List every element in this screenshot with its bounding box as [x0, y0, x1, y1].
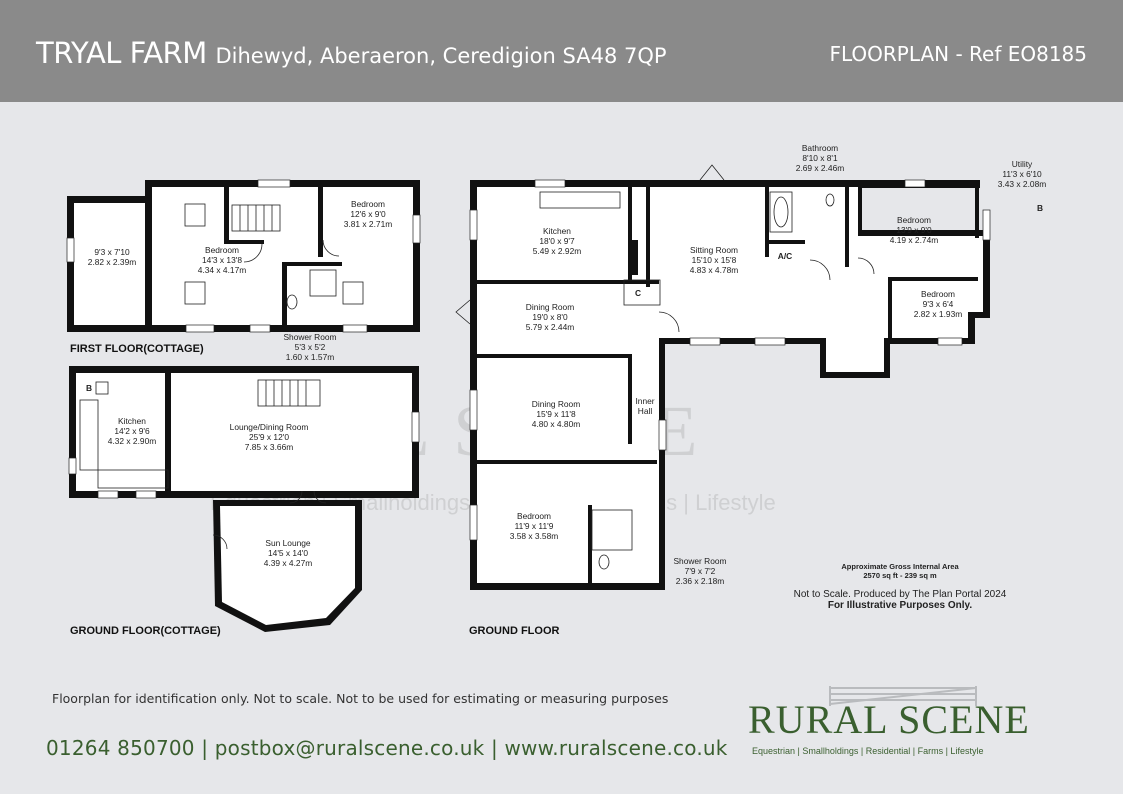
g-bedroom2-name: Bedroom	[897, 215, 931, 225]
logo-name: RURAL SCENE	[748, 697, 1030, 742]
ground-floor-cottage-label: GROUND FLOOR(COTTAGE)	[70, 625, 221, 637]
gc-boiler-marker: B	[86, 383, 92, 393]
ff-shower-name: Shower Room	[283, 332, 336, 342]
g-utility-name: Utility	[1012, 159, 1033, 169]
g-dining1-dims: 19'0 x 8'0	[532, 312, 568, 322]
gc-kitchen-name: Kitchen	[118, 416, 146, 426]
ff-bedroom2-metric: 3.81 x 2.71m	[344, 219, 392, 229]
property-address: Dihewyd, Aberaeron, Ceredigion SA48 7QP	[215, 44, 667, 68]
gc-lounge-metric: 7.85 x 3.66m	[245, 442, 293, 452]
area-caption: Approximate Gross Internal Area	[841, 562, 959, 571]
gc-sun-lounge-dims: 14'5 x 14'0	[268, 548, 308, 558]
g-inner-hall-line2: Hall	[638, 406, 653, 416]
g-kitchen-metric: 5.49 x 2.92m	[533, 246, 581, 256]
contact-details: 01264 850700 | postbox@ruralscene.co.uk …	[46, 736, 728, 760]
g-kitchen-name: Kitchen	[543, 226, 571, 236]
floorplan-drawing: RURAL SCENE Equestrian | Smallholdings |…	[66, 143, 1046, 637]
g-bathroom-name: Bathroom	[802, 143, 838, 153]
ff-bedroom1-metric: 4.34 x 4.17m	[198, 265, 246, 275]
ground-floor-label: GROUND FLOOR	[469, 625, 559, 637]
g-bedroom2-dims: 13'9 x 9'0	[896, 225, 932, 235]
gc-lounge-name: Lounge/Dining Room	[230, 422, 309, 432]
scale-note: Not to Scale. Produced by The Plan Porta…	[793, 589, 1007, 600]
gc-sun-lounge-metric: 4.39 x 4.27m	[264, 558, 312, 568]
g-sitting-metric: 4.83 x 4.78m	[690, 265, 738, 275]
ff-room-dims: 9'3 x 7'10	[94, 247, 130, 257]
g-bedroom-dims: 11'9 x 11'9	[515, 521, 554, 531]
ground-floor-cottage-plan	[68, 366, 420, 632]
property-name: TRYAL FARM	[36, 36, 207, 70]
g-dining2-name: Dining Room	[532, 399, 580, 409]
g-dining2-dims: 15'9 x 11'8	[536, 409, 576, 419]
g-dining2-metric: 4.80 x 4.80m	[532, 419, 580, 429]
ff-shower-dims: 5'3 x 5'2	[295, 342, 326, 352]
g-bedroom-metric: 3.58 x 3.58m	[510, 531, 558, 541]
g-dining1-metric: 5.79 x 2.44m	[526, 322, 574, 332]
ff-room-metric: 2.82 x 2.39m	[88, 257, 136, 267]
rural-scene-logo: RURAL SCENE Equestrian | Smallholdings |…	[748, 682, 1068, 762]
gc-sun-lounge-name: Sun Lounge	[265, 538, 311, 548]
ff-bedroom1-dims: 14'3 x 13'8	[202, 255, 242, 265]
gc-kitchen-metric: 4.32 x 2.90m	[108, 436, 156, 446]
g-sitting-name: Sitting Room	[690, 245, 738, 255]
header-bar: TRYAL FARM Dihewyd, Aberaeron, Ceredigio…	[0, 0, 1123, 102]
logo-tagline: Equestrian | Smallholdings | Residential…	[752, 746, 984, 756]
gc-kitchen-dims: 14'2 x 9'6	[114, 426, 150, 436]
g-kitchen-dims: 18'0 x 9'7	[539, 236, 575, 246]
g-shower-dims: 7'9 x 7'2	[685, 566, 716, 576]
area-notes: Approximate Gross Internal Area 2570 sq …	[780, 562, 1020, 580]
g-bedroom-name: Bedroom	[517, 511, 551, 521]
ff-bedroom2-dims: 12'6 x 9'0	[350, 209, 386, 219]
g-shower-metric: 2.36 x 2.18m	[676, 576, 724, 586]
g-bedroom2-metric: 4.19 x 2.74m	[890, 235, 938, 245]
scale-notes: Not to Scale. Produced by The Plan Porta…	[760, 589, 1040, 611]
g-bathroom-dims: 8'10 x 8'1	[802, 153, 838, 163]
first-floor-cottage-plan	[66, 179, 421, 333]
g-airing-cupboard-label: A/C	[778, 251, 792, 261]
ff-shower-metric: 1.60 x 1.57m	[286, 352, 334, 362]
floorplan-reference: FLOORPLAN - Ref EO8185	[829, 42, 1087, 66]
illustrative-note: For Illustrative Purposes Only.	[827, 600, 973, 611]
area-value: 2570 sq ft - 239 sq m	[863, 571, 937, 580]
g-sitting-dims: 15'10 x 15'8	[692, 255, 737, 265]
g-dining1-name: Dining Room	[526, 302, 574, 312]
g-inner-hall-line1: Inner	[635, 396, 654, 406]
disclaimer-text: Floorplan for identification only. Not t…	[52, 691, 669, 706]
g-bedroom3-dims: 9'3 x 6'4	[923, 299, 954, 309]
g-utility-dims: 11'3 x 6'10	[1002, 169, 1042, 179]
first-floor-cottage-label: FIRST FLOOR(COTTAGE)	[70, 343, 204, 355]
gate-icon	[829, 686, 977, 706]
ff-bedroom1-name: Bedroom	[205, 245, 239, 255]
g-utility-metric: 3.43 x 2.08m	[998, 179, 1046, 189]
g-cupboard-label: C	[635, 288, 641, 298]
g-boiler-marker: B	[1037, 203, 1043, 213]
gc-lounge-dims: 25'9 x 12'0	[249, 432, 289, 442]
g-bedroom3-name: Bedroom	[921, 289, 955, 299]
g-bathroom-metric: 2.69 x 2.46m	[796, 163, 844, 173]
g-bedroom3-metric: 2.82 x 1.93m	[914, 309, 962, 319]
ff-bedroom2-name: Bedroom	[351, 199, 385, 209]
g-shower-name: Shower Room	[673, 556, 726, 566]
ground-floor-plan	[455, 164, 991, 590]
property-title: TRYAL FARM Dihewyd, Aberaeron, Ceredigio…	[36, 36, 667, 70]
